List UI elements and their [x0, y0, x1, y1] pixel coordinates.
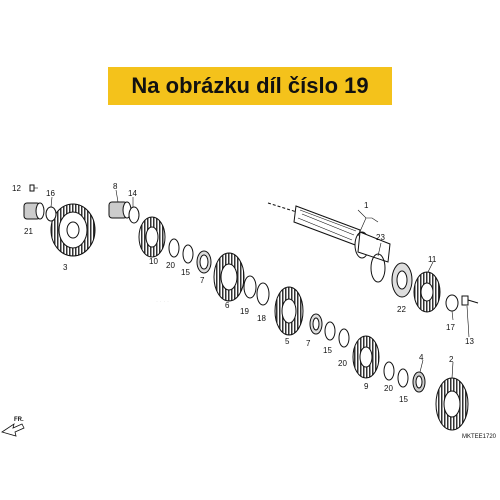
label-part-23: 23: [376, 233, 385, 242]
pin-12: [29, 184, 35, 192]
gear-6: [213, 252, 245, 302]
diagram-code: MKTEE1720: [462, 434, 497, 440]
washer-20-a: [168, 238, 180, 258]
washer-17: [445, 294, 459, 312]
label-part-5: 5: [285, 337, 290, 346]
label-part-22: 22: [397, 305, 406, 314]
label-part-6: 6: [225, 301, 230, 310]
washer-20-b: [338, 328, 350, 348]
label-part-16: 16: [46, 189, 55, 198]
label-part-10: 10: [149, 257, 158, 266]
bushing-4: [412, 371, 426, 393]
washer-20-c: [383, 361, 395, 381]
label-part-4: 4: [419, 353, 424, 362]
label-part-9: 9: [364, 382, 369, 391]
label-part-15-c: 15: [399, 395, 408, 404]
front-direction-label: FR.: [14, 417, 24, 423]
washer-14: [128, 206, 140, 224]
label-part-18: 18: [257, 314, 266, 323]
gear-2: [435, 377, 469, 431]
bearing-7-b: [309, 313, 323, 335]
gear-10: [138, 216, 166, 258]
label-part-8: 8: [113, 182, 118, 191]
label-part-20-c: 20: [384, 384, 393, 393]
collar-22: [391, 262, 413, 298]
label-part-14: 14: [128, 189, 137, 198]
circlip-19: [243, 275, 257, 299]
bushing-21: [23, 202, 45, 220]
label-part-15-a: 15: [181, 268, 190, 277]
leader-lines: [34, 187, 470, 379]
label-part-17: 17: [446, 323, 455, 332]
label-part-15-b: 15: [323, 346, 332, 355]
label-part-3: 3: [63, 263, 68, 272]
bolt-13: [461, 295, 479, 306]
label-part-2: 2: [449, 355, 454, 364]
label-part-11: 11: [428, 255, 437, 264]
label-part-7-b: 7: [306, 339, 311, 348]
gear-9: [352, 335, 380, 379]
svg-text:· · · ·: · · · ·: [156, 299, 169, 305]
front-direction-arrow: [1, 423, 25, 437]
mainshaft: [267, 202, 391, 263]
washer-15-c: [397, 368, 409, 388]
banner-text: Na obrázku díl číslo 19: [131, 73, 369, 98]
gear-3: [50, 203, 96, 257]
gear-5: [274, 286, 304, 336]
label-part-21: 21: [24, 227, 33, 236]
sprocket-11: [413, 271, 441, 313]
label-part-7-a: 7: [200, 276, 205, 285]
label-part-13: 13: [465, 337, 474, 346]
washer-18: [256, 282, 270, 306]
washer-16: [45, 206, 57, 222]
washer-15-a: [182, 244, 194, 264]
circlip-23: [370, 253, 386, 283]
bushing-8: [108, 201, 132, 219]
bearing-7-a: [196, 250, 212, 274]
part-number-banner: Na obrázku díl číslo 19: [108, 67, 392, 105]
label-part-20-b: 20: [338, 359, 347, 368]
washer-15-b: [324, 321, 336, 341]
label-part-20-a: 20: [166, 261, 175, 270]
label-part-12: 12: [12, 184, 21, 193]
label-part-19: 19: [240, 307, 249, 316]
label-part-1: 1: [364, 201, 369, 210]
